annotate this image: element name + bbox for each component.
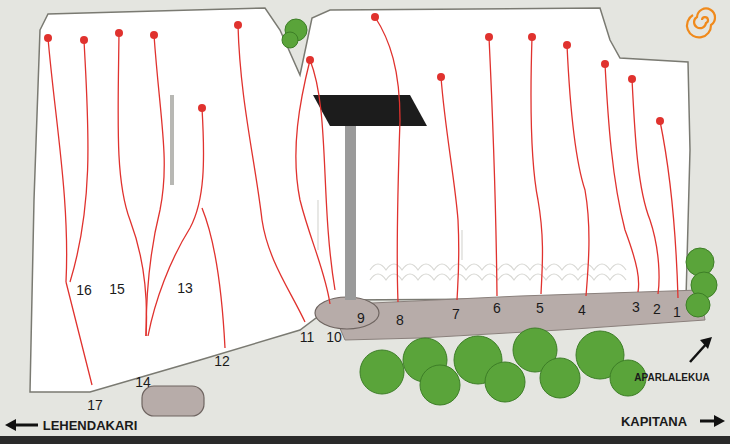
route-number: 15	[109, 282, 125, 296]
route-number: 3	[632, 300, 640, 314]
route-number: 6	[493, 301, 501, 315]
route-anchors	[44, 13, 664, 125]
place-name: LEHENDAKARI	[43, 419, 138, 432]
swirl-icon	[687, 9, 715, 38]
route-lines	[48, 17, 678, 385]
route-number: 16	[76, 283, 92, 297]
pillar	[345, 122, 356, 300]
boulder	[315, 297, 379, 329]
route-number: 10	[326, 330, 342, 344]
route-number: 1	[673, 305, 681, 319]
route-number: 12	[214, 354, 230, 368]
direction-arrowhead	[5, 419, 16, 431]
route-number: 2	[653, 302, 661, 316]
base-path	[330, 290, 705, 340]
direction-arrow	[14, 424, 38, 427]
parking-arrowhead	[700, 337, 712, 349]
route-number: 14	[135, 375, 151, 389]
route-number: 7	[452, 307, 460, 321]
route-number: 4	[578, 303, 586, 317]
place-name: KAPITANA	[621, 415, 687, 428]
bushes	[282, 19, 717, 405]
direction-arrow	[700, 420, 716, 423]
bottom-band	[0, 436, 730, 444]
route-number: 5	[536, 301, 544, 315]
place-name: APARLALEKUA	[634, 373, 709, 383]
roof	[313, 95, 427, 126]
route-number: 17	[87, 398, 103, 412]
rock-texture	[172, 95, 626, 280]
route-number: 9	[357, 311, 365, 325]
boulder	[142, 386, 204, 416]
route-number: 8	[396, 313, 404, 327]
route-number: 13	[177, 281, 193, 295]
direction-arrowhead	[714, 415, 725, 427]
route-number: 11	[300, 330, 315, 344]
